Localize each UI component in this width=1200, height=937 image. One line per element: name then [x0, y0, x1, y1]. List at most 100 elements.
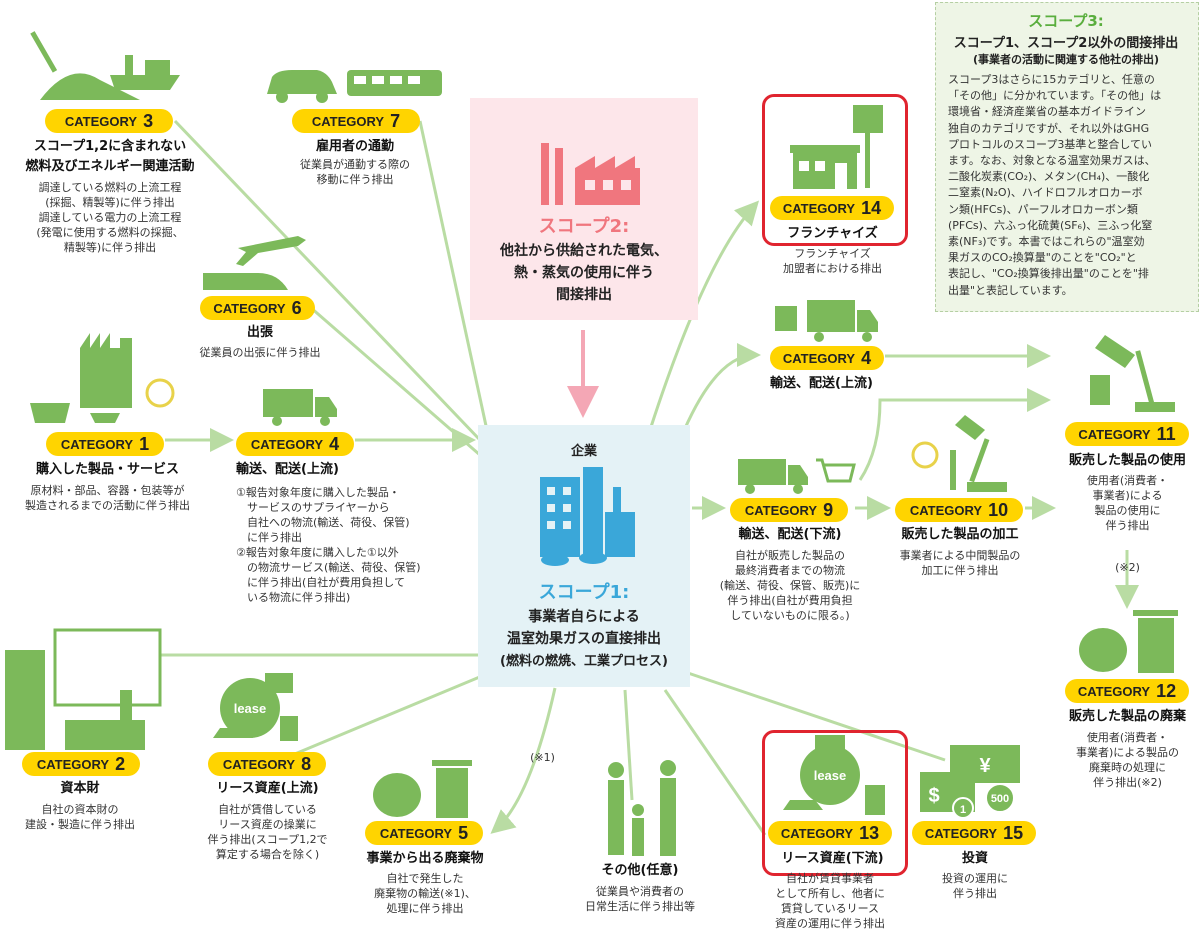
scope2-line1: 他社から供給された電気、	[500, 243, 668, 259]
other-title: その他(任意)	[601, 863, 679, 878]
category-8-badge[interactable]: CATEGORY 8	[208, 752, 326, 776]
category-9-badge[interactable]: CATEGORY 9	[730, 498, 848, 522]
trash-bag-bin-icon-12	[1079, 610, 1178, 673]
lease-label-upstream: lease	[234, 701, 267, 716]
desk-lamp-icon	[1090, 335, 1175, 412]
plane-train-icon	[203, 236, 306, 290]
cat3-title2: 燃料及びエネルギー関連活動	[25, 159, 195, 174]
category-number: 6	[291, 298, 302, 318]
category-number: 12	[1156, 681, 1177, 701]
cat12-title: 販売した製品の廃棄	[1068, 709, 1186, 724]
lease-computer-icon-13: lease	[783, 735, 885, 815]
category-label: CATEGORY	[213, 301, 286, 316]
factory-goods-icon	[30, 333, 175, 423]
scope1-line3: (燃料の燃焼、工業プロセス)	[500, 654, 668, 669]
cat14-desc: フランチャイズ 加盟者における排出	[783, 247, 882, 275]
money-icon: ¥ $ 1 500	[920, 745, 1020, 819]
category-label: CATEGORY	[1077, 684, 1151, 699]
cat13-highlight	[762, 730, 908, 876]
category-number: 9	[823, 500, 834, 520]
category-number: 8	[301, 754, 312, 774]
scope2-title: スコープ2:	[538, 216, 630, 237]
category-label: CATEGORY	[744, 503, 818, 518]
scope3-subtitle2: (事業者の活動に関連する他社の排出)	[972, 53, 1160, 66]
coin-1-label: 1	[960, 804, 966, 816]
franchise-store-icon	[790, 105, 883, 189]
cat13-desc: 自社が賃貸事業者 として所有し、他者に 賃貸しているリース 資産の運用に伴う排出	[775, 872, 885, 930]
scope3-subtitle: スコープ1、スコープ2以外の間接排出	[953, 36, 1179, 51]
cat1-title: 購入した製品・サービス	[35, 462, 179, 477]
category-label: CATEGORY	[222, 757, 296, 772]
category-label: CATEGORY	[782, 201, 856, 216]
category-label: CATEGORY	[64, 114, 138, 129]
cat2-desc: 自社の資本財の 建設・製造に伴う排出	[25, 803, 135, 831]
category-number: 13	[859, 823, 880, 843]
other-desc: 従業員や消費者の 日常生活に伴う排出等	[585, 885, 695, 913]
scope1-header: 企業	[570, 444, 597, 459]
dollar-symbol: $	[928, 785, 939, 807]
category-label: CATEGORY	[1078, 427, 1151, 442]
cat5-desc: 自社で発生した 廃棄物の輸送(※1)、 処理に伴う排出	[374, 872, 476, 915]
car-train-icon	[267, 70, 442, 103]
cat2-title: 資本財	[60, 781, 100, 796]
scope2-box	[470, 98, 698, 320]
category-number: 3	[143, 111, 154, 131]
category-3-badge[interactable]: CATEGORY 3	[45, 109, 173, 133]
cat13-title: リース資産(下流)	[781, 851, 884, 866]
cat14-highlight	[762, 94, 908, 246]
building-lab-icon	[5, 628, 162, 750]
cat5-title: 事業から出る廃棄物	[366, 851, 484, 866]
truck-cart-icon	[738, 458, 856, 494]
cat7-desc: 従業員が通勤する際の 移動に伴う排出	[300, 158, 410, 186]
category-number: 4	[329, 434, 340, 454]
category-4-upstream-badge[interactable]: CATEGORY 4	[236, 432, 354, 456]
truck-icon	[263, 389, 337, 426]
category-number: 4	[861, 348, 872, 368]
scope1-line2: 温室効果ガスの直接排出	[507, 631, 661, 647]
cat10-title: 販売した製品の加工	[901, 527, 1019, 542]
category-number: 14	[861, 198, 882, 218]
cat11-title: 販売した製品の使用	[1068, 453, 1186, 468]
scope1-line1: 事業者自らによる	[528, 609, 640, 625]
note1-label: (※1)	[530, 751, 555, 764]
category-number: 15	[1003, 823, 1024, 843]
category-14-badge[interactable]: CATEGORY 14	[770, 196, 894, 220]
cat6-desc: 従業員の出張に伴う排出	[199, 346, 321, 359]
cat11-desc: 使用者(消費者・ 事業者)による 製品の使用に 伴う排出	[1086, 474, 1169, 532]
truck-package-icon	[775, 300, 878, 342]
bulb-lamp-icon	[911, 415, 1007, 492]
company-building-icon	[540, 467, 635, 566]
lease-computer-icon: lease	[213, 673, 298, 741]
category-6-badge[interactable]: CATEGORY 6	[200, 296, 315, 320]
category-label: CATEGORY	[909, 503, 983, 518]
cat15-title: 投資	[961, 851, 988, 866]
category-12-badge[interactable]: CATEGORY 12	[1065, 679, 1189, 703]
cat14-title: フランチャイズ	[787, 226, 878, 241]
category-15-badge[interactable]: CATEGORY 15	[912, 821, 1036, 845]
category-number: 7	[390, 111, 401, 131]
category-label: CATEGORY	[250, 437, 324, 452]
cat1-desc: 原材料・部品、容器・包装等が 製造されるまでの活動に伴う排出	[25, 484, 190, 512]
scope3-body: スコープ3はさらに15カテゴリと、任意の 「その他」に分かれています。「その他」…	[948, 73, 1162, 297]
category-label: CATEGORY	[924, 826, 998, 841]
coin-500-label: 500	[991, 793, 1009, 805]
scope3-title: スコープ3:	[1028, 12, 1104, 30]
category-number: 2	[115, 754, 126, 774]
factory-icon	[541, 143, 640, 205]
cat7-title: 雇用者の通勤	[315, 139, 394, 154]
cat9-title: 輸送、配送(下流)	[738, 527, 842, 542]
cat4-upstream-title: 輸送、配送(上流)	[236, 462, 339, 477]
category-number: 5	[458, 823, 469, 843]
cat10-desc: 事業者による中間製品の 加工に伴う排出	[899, 549, 1021, 577]
category-label: CATEGORY	[60, 437, 134, 452]
cat12-desc: 使用者(消費者・ 事業者)による製品の 廃棄時の処理に 伴う排出(※2)	[1076, 731, 1179, 789]
